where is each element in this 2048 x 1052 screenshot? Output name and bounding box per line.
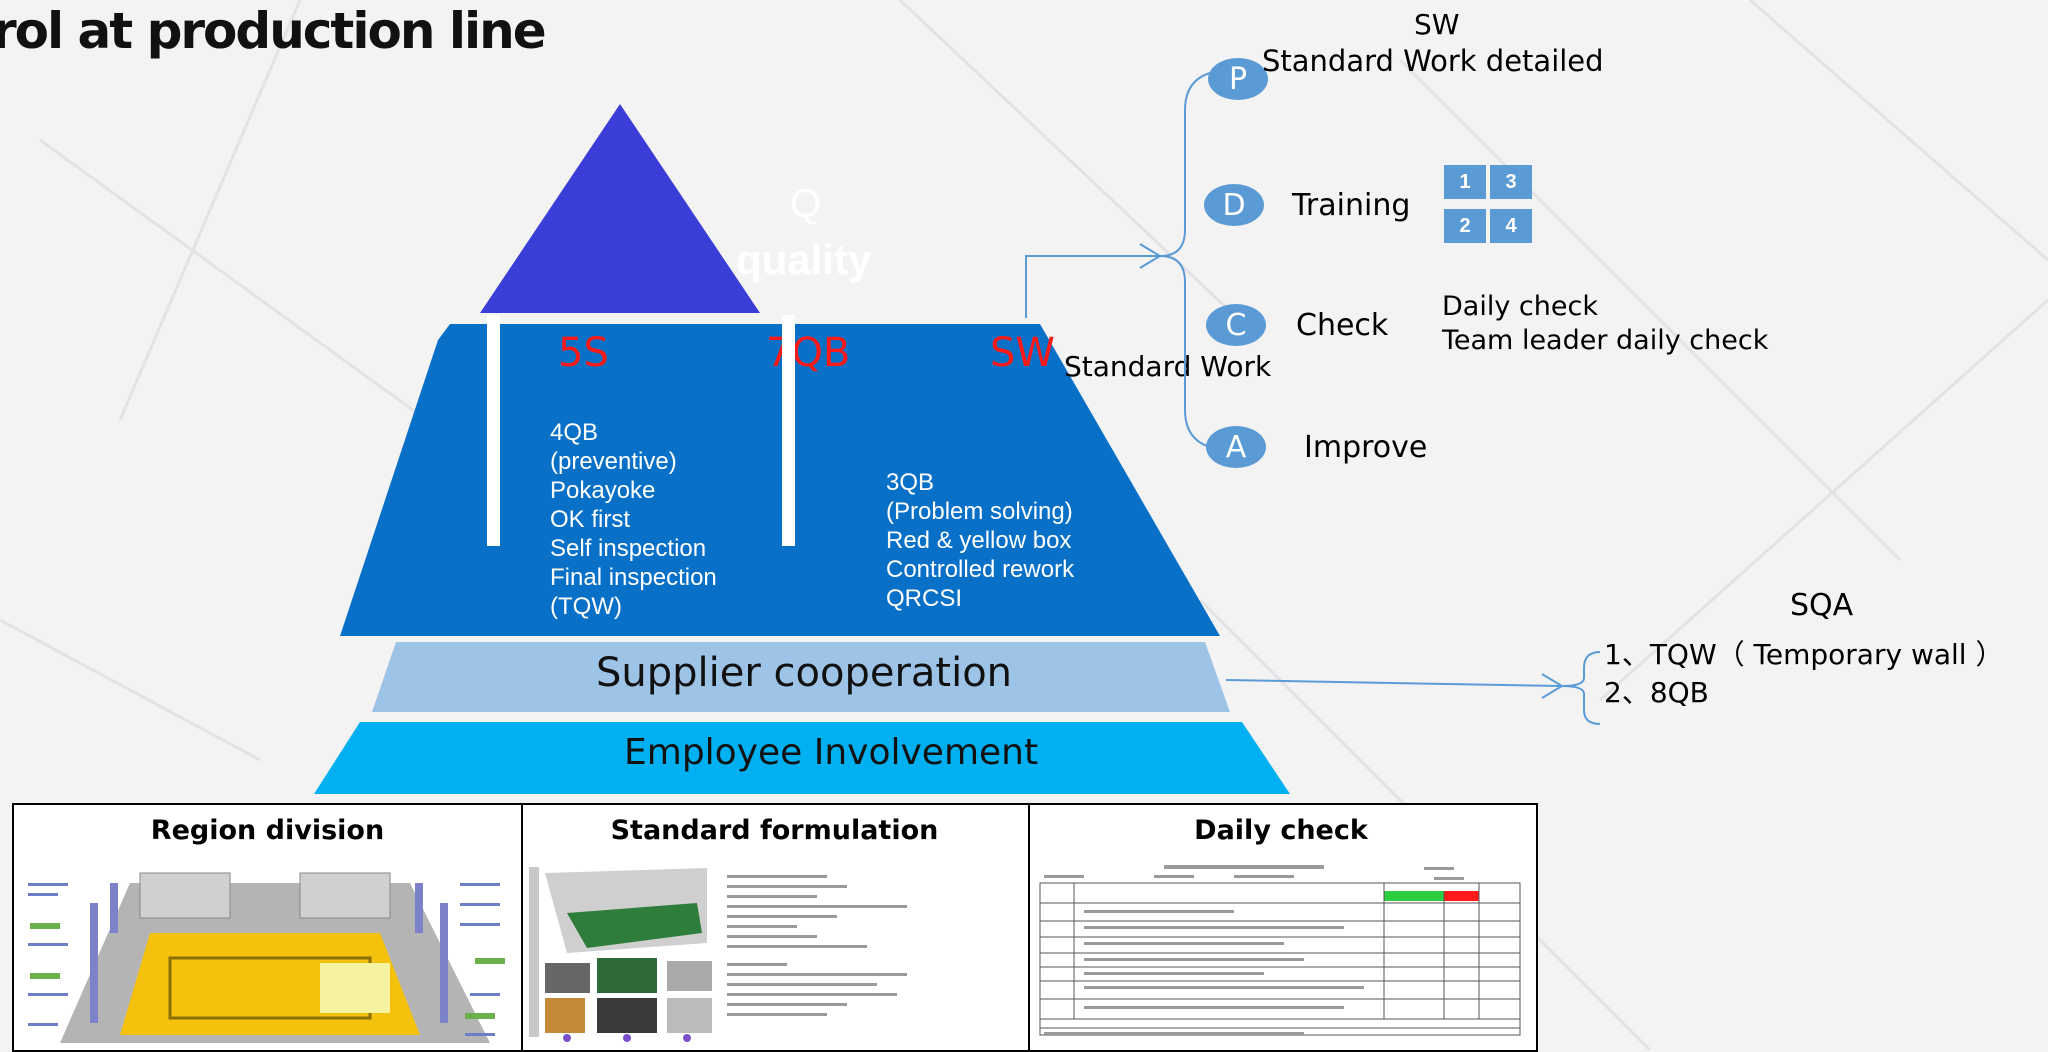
list-item: Final inspection <box>550 564 717 591</box>
right-pillar-list: 3QB (Problem solving) Red & yellow box C… <box>886 468 1074 613</box>
list-item: QRCSI <box>886 585 963 612</box>
pdca-brace <box>1159 69 1233 451</box>
pyramid-top-label: quality <box>736 236 872 283</box>
list-item: (preventive) <box>550 448 677 475</box>
list-item: OK first <box>550 506 631 533</box>
sqa-item-tqw: 1、TQW（ Temporary wall ） <box>1604 638 2004 671</box>
pyramid-middle <box>340 324 1220 636</box>
daily-check-cell: Daily check <box>1028 805 1534 1050</box>
training-step-4: 4 <box>1490 209 1532 243</box>
bottom-image-table: Region division <box>12 803 1538 1052</box>
daily-checklist-thumbnail <box>1034 863 1528 1046</box>
pdca-c-label: Check <box>1296 308 1389 343</box>
sw-heading: SW <box>1414 8 1460 41</box>
pillar-label-5s: 5S <box>558 330 609 376</box>
pdca-d-label: Training <box>1292 188 1411 223</box>
pdca-d-icon: D <box>1204 184 1264 226</box>
pyramid-supplier-band <box>372 642 1230 712</box>
training-step-1: 1 <box>1444 165 1486 199</box>
supplier-cooperation-label: Supplier cooperation <box>596 650 1013 696</box>
sqa-connector <box>1225 679 1561 687</box>
column-header: Region division <box>150 814 385 846</box>
training-step-3: 3 <box>1490 165 1532 199</box>
list-item: 3QB <box>886 469 935 496</box>
pdca-a-icon: A <box>1206 426 1266 468</box>
region-division-cell: Region division <box>14 805 523 1050</box>
standard-document-thumbnail <box>527 863 1022 1046</box>
pyramid-employee-band <box>314 722 1290 794</box>
standard-work-label: Standard Work <box>1064 350 1272 383</box>
pdca-a-label: Improve <box>1304 430 1428 465</box>
list-item: Pokayoke <box>550 477 656 504</box>
list-item: Self inspection <box>550 535 707 562</box>
floor-plan-image <box>20 863 515 1043</box>
check-notes: Daily check Team leader daily check <box>1442 290 1768 358</box>
pdca-p-label: Standard Work detailed <box>1262 44 1604 78</box>
sqa-item-8qb: 2、8QB <box>1604 676 1709 709</box>
pdca-c-icon: C <box>1206 304 1266 346</box>
daily-checklist-image <box>1034 863 1528 1043</box>
sw-connector <box>1025 255 1160 318</box>
list-item: (TQW) <box>550 593 622 620</box>
check-note-daily: Daily check <box>1442 291 1598 322</box>
employee-involvement-label: Employee Involvement <box>624 732 1039 773</box>
pyramid-top-letter: Q <box>790 182 822 226</box>
column-header: Daily check <box>1194 814 1368 846</box>
list-item: (Problem solving) <box>886 498 1073 525</box>
sqa-heading: SQA <box>1790 588 1854 623</box>
list-item: Red & yellow box <box>886 527 1072 554</box>
pyramid-top-quality <box>480 104 760 313</box>
check-note-team-leader: Team leader daily check <box>1442 325 1769 356</box>
pillar-label-7qb: 7QB <box>766 330 851 376</box>
quality-pyramid <box>314 104 1290 794</box>
right-pillar-overlay <box>782 315 795 546</box>
pillar-label-sw: SW <box>990 330 1055 376</box>
list-item: 4QB <box>550 419 599 446</box>
standard-formulation-cell: Standard formulation <box>521 805 1030 1050</box>
training-step-2: 2 <box>1444 209 1486 243</box>
standard-document-image <box>527 863 1022 1043</box>
sqa-list: 1、TQW（ Temporary wall ） 2、8QB <box>1604 636 2003 712</box>
left-pillar-list: 4QB (preventive) Pokayoke OK first Self … <box>550 418 717 621</box>
sqa-brace <box>1561 651 1601 725</box>
page-title: rol at production line <box>0 2 547 60</box>
left-pillar-overlay <box>487 315 500 546</box>
pdca-p-icon: P <box>1208 58 1268 100</box>
region-layout-thumbnail <box>20 863 515 1046</box>
list-item: Controlled rework <box>886 556 1075 583</box>
column-header: Standard formulation <box>610 814 939 846</box>
